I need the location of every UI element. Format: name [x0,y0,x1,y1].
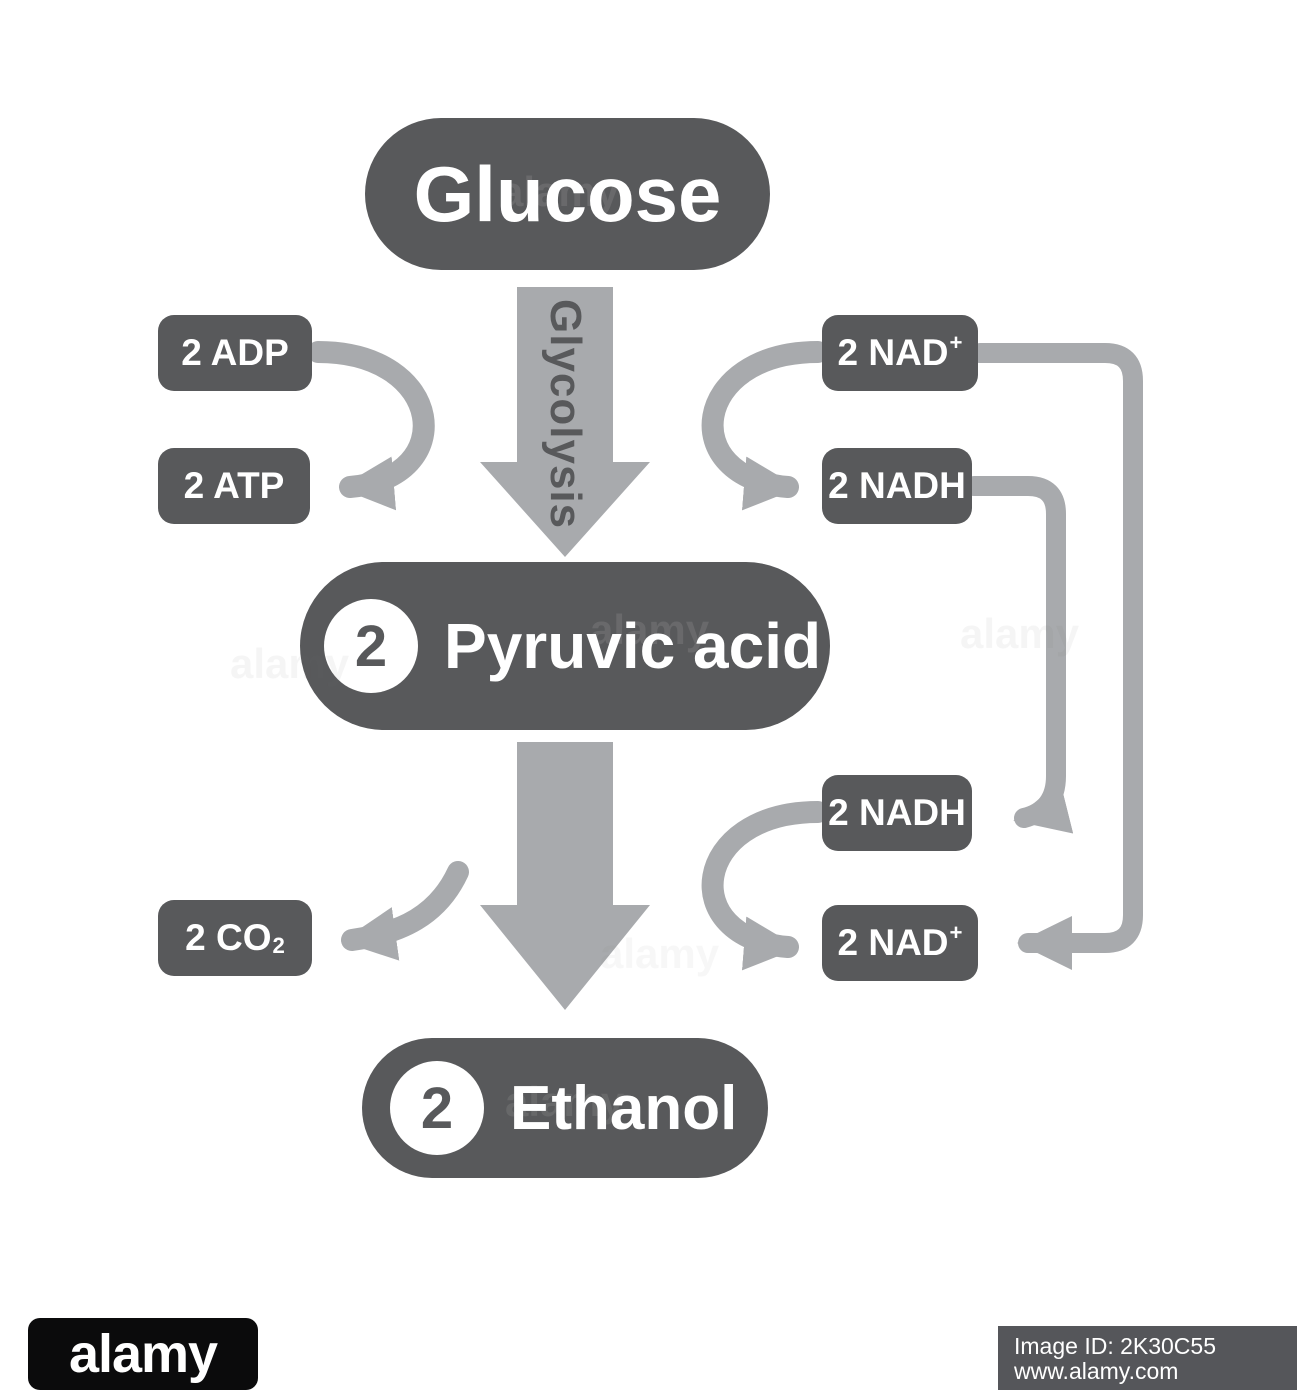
nad-bottom-label: 2 NAD [837,922,949,963]
ethanol-count-badge: 2 [390,1061,484,1155]
node-nadh-bottom: 2 NADH [822,775,972,851]
node-pyruvic-acid: 2 Pyruvic acid [300,562,830,730]
nadh-top-label: 2 NADH [828,465,966,506]
fermentation-arrow [480,742,650,1010]
arrow-nad-to-nadh-top [701,341,829,511]
image-info-bar: Image ID: 2K30C55 www.alamy.com [998,1326,1297,1390]
node-adp: 2 ADP [158,315,312,391]
node-ethanol: 2 Ethanol [362,1038,768,1178]
alamy-logo-text: alamy [68,1324,218,1384]
glucose-label: Glucose [413,149,722,238]
adp-label: 2 ADP [181,332,289,373]
nadh-bottom-label: 2 NADH [828,792,966,833]
atp-label: 2 ATP [183,465,285,506]
pyruvic-count-badge: 2 [324,599,418,693]
watermark-ghost: alamy [960,610,1080,657]
ethanol-label: Ethanol [510,1073,738,1143]
alamy-url-text: www.alamy.com [1014,1358,1179,1384]
co2-label: 2 CO [185,917,272,958]
image-id-text: Image ID: 2K30C55 [1014,1333,1217,1359]
arrow-adp-to-atp [307,341,435,511]
arrow-nadh-to-nad-bottom [701,801,829,971]
ethanol-count: 2 [420,1075,454,1141]
line-nad-recycle-outer [970,343,1143,970]
pyruvic-count: 2 [354,613,388,679]
node-atp: 2 ATP [158,448,310,524]
watermark-ghost: alamy [600,930,720,977]
node-nad-plus-bottom: 2 NAD+ [822,905,978,981]
node-glucose: Glucose [365,118,770,270]
glycolysis-label: Glycolysis [541,298,590,530]
node-nadh-top: 2 NADH [822,448,972,524]
pyruvic-label: Pyruvic acid [444,610,822,682]
arrow-to-co2 [341,861,469,961]
nad-top-label: 2 NAD [837,332,949,373]
alamy-logo: alamy [28,1318,258,1390]
line-nadh-transfer-inner [964,476,1074,834]
node-nad-plus-top: 2 NAD+ [822,315,978,391]
